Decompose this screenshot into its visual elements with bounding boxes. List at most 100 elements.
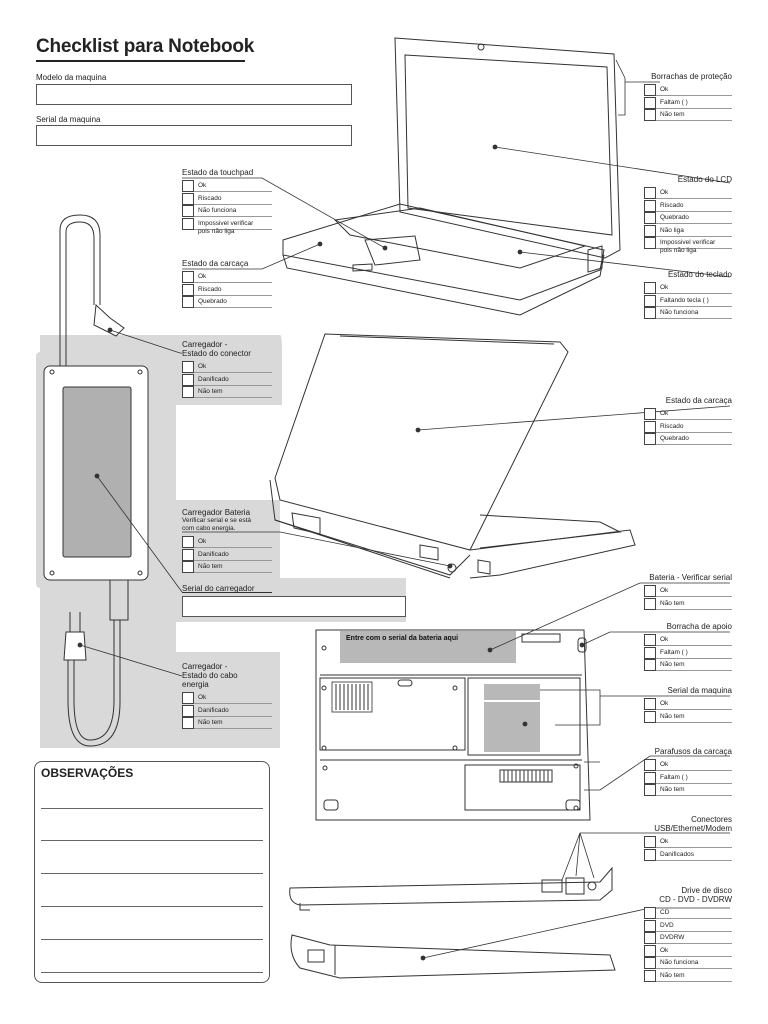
carregador-bateria-row-rule — [194, 547, 272, 548]
touchpad-row-rule — [194, 203, 272, 205]
drive-checkbox[interactable] — [644, 907, 656, 919]
parafusos-row-rule — [656, 782, 732, 784]
lcd-checkbox[interactable] — [644, 224, 656, 237]
drive-option-label: Não funciona — [660, 959, 699, 967]
parafusos-row-rule — [656, 770, 732, 771]
lcd-checkbox[interactable] — [644, 237, 656, 250]
carregador-bateria-option-label: Danificado — [198, 550, 229, 558]
parafusos-row-rule — [656, 795, 732, 797]
bateria-option-label: Não tem — [660, 599, 685, 607]
conector-option-label: Não tem — [198, 388, 223, 396]
lcd-checkbox[interactable] — [644, 212, 656, 225]
laptop-back-illustration — [269, 333, 636, 579]
touchpad-option-label: Não funciona — [198, 207, 237, 215]
lcd-checkbox[interactable] — [644, 199, 656, 212]
touchpad-checkbox[interactable] — [182, 180, 194, 192]
touchpad-checkbox[interactable] — [182, 217, 194, 230]
cabo-energia-title: Estado do cabo — [182, 671, 238, 680]
serial-field[interactable] — [36, 125, 352, 146]
conectores-checkbox[interactable] — [644, 848, 656, 861]
borrachas-checkbox[interactable] — [644, 109, 656, 122]
battery-serial-box[interactable]: Entre com o serial da bateria aqui — [340, 631, 516, 663]
conector-checkbox[interactable] — [182, 361, 194, 373]
charger-illustration — [43, 214, 149, 747]
carregador-bateria-note: com cabo energia. — [182, 525, 236, 532]
teclado-checkbox[interactable] — [644, 282, 656, 294]
carcaca-top-option-label: Ok — [198, 273, 207, 280]
drive-checkbox[interactable] — [644, 957, 656, 970]
drive-checkbox[interactable] — [644, 944, 656, 957]
bateria-checkbox[interactable] — [644, 597, 656, 610]
drive-option-label: DVD — [660, 921, 674, 929]
lcd-option-label: Ok — [660, 189, 669, 196]
teclado-option-label: Ok — [660, 284, 669, 291]
carcaca-top-checkbox[interactable] — [182, 296, 194, 309]
carregador-bateria-option-label: Ok — [198, 538, 207, 545]
teclado-checkbox[interactable] — [644, 307, 656, 320]
serial-maquina-checkbox[interactable] — [644, 698, 656, 710]
carregador-bateria-checkbox[interactable] — [182, 536, 194, 548]
borrachas-title: Borrachas de proteção — [651, 72, 732, 81]
cabo-energia-option-label: Ok — [198, 694, 207, 701]
borrachas-checkbox[interactable] — [644, 84, 656, 96]
parafusos-checkbox[interactable] — [644, 771, 656, 784]
observation-line — [41, 840, 263, 841]
borrachas-option-label: Ok — [660, 86, 669, 93]
title-underline — [36, 60, 245, 62]
model-field[interactable] — [36, 84, 352, 105]
touchpad-row-rule — [194, 216, 272, 218]
charger-serial-label: Serial do carregador — [182, 584, 255, 593]
cabo-energia-checkbox[interactable] — [182, 692, 194, 704]
drive-checkbox[interactable] — [644, 970, 656, 982]
carcaca-top-checkbox[interactable] — [182, 283, 194, 296]
page-title: Checklist para Notebook — [36, 36, 255, 57]
touchpad-checkbox[interactable] — [182, 192, 194, 205]
observation-line — [41, 972, 263, 973]
drive-option-label: Ok — [660, 946, 669, 954]
lcd-checkbox[interactable] — [644, 187, 656, 199]
touchpad-checkbox[interactable] — [182, 205, 194, 218]
bateria-checkbox[interactable] — [644, 585, 656, 597]
conector-row-rule — [194, 384, 272, 386]
carcaca-back-checkbox[interactable] — [644, 420, 656, 433]
laptop-side-connectors-illustration — [289, 866, 613, 911]
observations-box[interactable]: OBSERVAÇÕES — [34, 761, 270, 983]
carregador-bateria-note: Verificar serial e se está — [182, 517, 252, 524]
borracha-apoio-checkbox[interactable] — [644, 634, 656, 646]
parafusos-checkbox[interactable] — [644, 784, 656, 797]
teclado-checkbox[interactable] — [644, 294, 656, 307]
cabo-energia-option-label: Danificado — [198, 706, 229, 714]
borracha-apoio-checkbox[interactable] — [644, 646, 656, 659]
lcd-option-label: Riscado — [660, 201, 684, 209]
carregador-bateria-checkbox[interactable] — [182, 548, 194, 561]
cabo-energia-checkbox[interactable] — [182, 704, 194, 717]
drive-title: Drive de disco — [681, 886, 732, 895]
model-label: Modelo da maquina — [36, 73, 107, 82]
parafusos-option-label: Faltam ( ) — [660, 773, 688, 781]
conector-checkbox[interactable] — [182, 386, 194, 399]
drive-option-label: DVDRW — [660, 934, 685, 942]
drive-row-rule — [656, 930, 732, 932]
conector-row-rule — [194, 397, 272, 399]
laptop-bottom-illustration — [315, 629, 591, 821]
conectores-checkbox[interactable] — [644, 836, 656, 848]
touchpad-option-label: pois não liga — [198, 227, 235, 235]
carcaca-back-row-rule — [656, 431, 732, 433]
carregador-bateria-checkbox[interactable] — [182, 561, 194, 574]
carcaca-top-checkbox[interactable] — [182, 271, 194, 283]
borracha-apoio-checkbox[interactable] — [644, 659, 656, 672]
cabo-energia-checkbox[interactable] — [182, 717, 194, 730]
drive-checkbox[interactable] — [644, 932, 656, 945]
borrachas-checkbox[interactable] — [644, 96, 656, 109]
drive-checkbox[interactable] — [644, 919, 656, 932]
conectores-row-rule — [656, 847, 732, 848]
carcaca-back-checkbox[interactable] — [644, 408, 656, 420]
parafusos-checkbox[interactable] — [644, 759, 656, 771]
charger-serial-field[interactable] — [182, 596, 406, 617]
teclado-option-label: Faltando tecla ( ) — [660, 296, 709, 304]
conector-checkbox[interactable] — [182, 373, 194, 386]
serial-maquina-checkbox[interactable] — [644, 710, 656, 723]
carcaca-back-checkbox[interactable] — [644, 433, 656, 446]
serial-maquina-title: Serial da maquina — [667, 686, 732, 695]
